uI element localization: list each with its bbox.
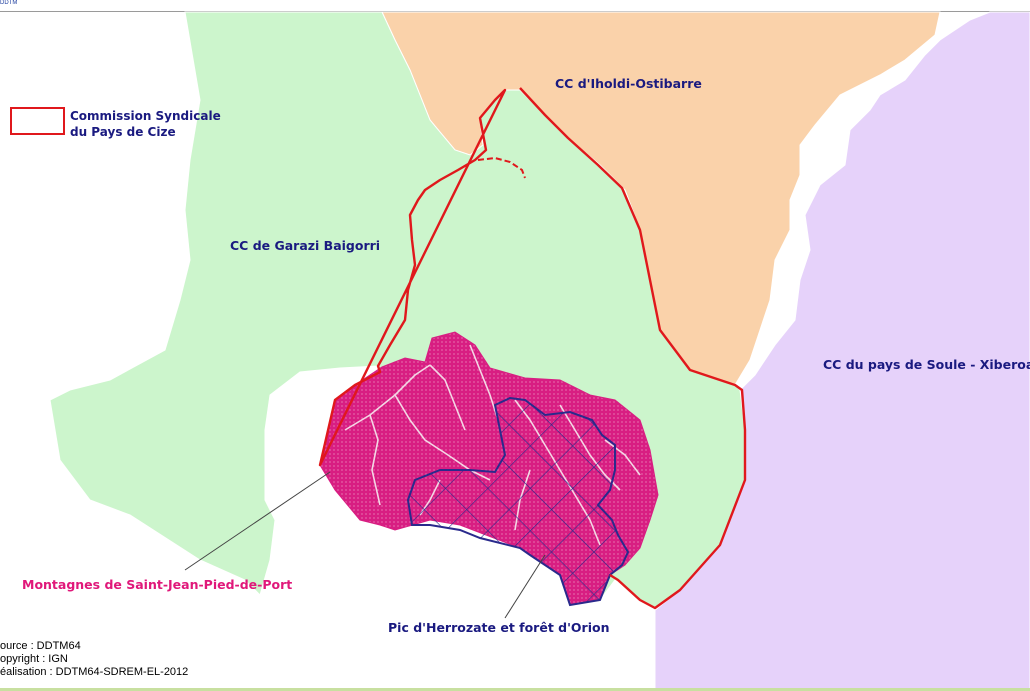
label-herrozate: Pic d'Herrozate et forêt d'Orion: [388, 620, 610, 635]
callout-line-herrozate: [504, 554, 546, 619]
legend-line-2: du Pays de Cize: [70, 125, 176, 139]
credit-source: ource : DDTM64: [0, 640, 81, 652]
map-credits: ource : DDTM64 opyright : IGN éalisation…: [0, 640, 188, 679]
region-herrozate[interactable]: [406, 396, 630, 607]
legend-line-1: Commission Syndicale: [70, 109, 221, 123]
region-soule[interactable]: [654, 11, 1030, 691]
ddtm-logo-text: DDTM: [0, 0, 18, 6]
credit-copyright: opyright : IGN: [0, 653, 68, 665]
callout-line-montagnes: [184, 471, 331, 571]
cize-border-dash: [477, 156, 526, 179]
bottom-frame-bar: [0, 688, 1030, 691]
label-garazi: CC de Garazi Baigorri: [230, 238, 381, 253]
credit-realisation: éalisation : DDTM64-SDREM-EL-2012: [0, 666, 189, 678]
label-soule: CC du pays de Soule - Xiberoa: [823, 357, 1030, 372]
label-montagnes: Montagnes de Saint-Jean-Pied-de-Port: [22, 577, 293, 592]
legend-label: Commission Syndicale du Pays de Cize: [70, 108, 221, 140]
legend-swatch-cize: [10, 107, 65, 135]
label-iholdi: CC d'Iholdi-Ostibarre: [555, 76, 702, 91]
cize-border: [318, 87, 747, 610]
